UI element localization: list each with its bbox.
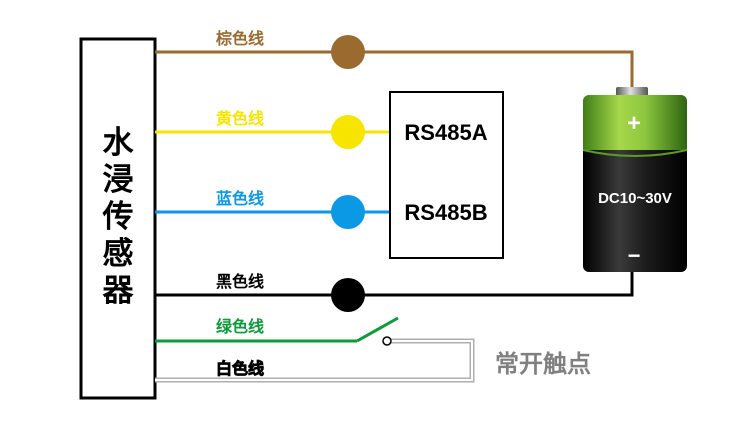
green-wire-label: 绿色线: [216, 317, 264, 336]
brown-wire: [155, 50, 634, 88]
sensor-box: [79, 37, 157, 400]
rs485-module-box: [389, 91, 504, 259]
brown-terminal: [331, 35, 365, 69]
battery: + DC10~30V −: [582, 87, 688, 272]
black-terminal: [331, 278, 365, 312]
battery-top: [583, 95, 687, 157]
battery-plus-icon: +: [627, 110, 641, 137]
white-wire-label: 白色线: [216, 359, 264, 378]
battery-cap: [616, 87, 648, 97]
battery-bottom: [583, 150, 687, 272]
rs485a-label: RS485A: [404, 120, 487, 145]
black-wire-label: 黑色线: [216, 272, 264, 291]
sensor-label-char: 感: [103, 236, 134, 272]
black-wire: [155, 272, 634, 297]
switch-lever: [356, 316, 399, 343]
switch-contact: [382, 336, 392, 346]
yellow-wire-label: 黄色线: [216, 109, 264, 128]
blue-wire-label: 蓝色线: [216, 189, 264, 208]
battery-minus-icon: −: [628, 243, 641, 268]
white-wire-core: [155, 340, 473, 381]
battery-voltage-label: DC10~30V: [598, 190, 672, 207]
rs485b-label: RS485B: [404, 200, 487, 225]
sensor-label-char: 浸: [103, 162, 134, 198]
normally-open-contact-label: 常开触点: [495, 350, 591, 378]
yellow-terminal: [331, 115, 365, 149]
white-wire: [155, 338, 475, 383]
sensor-label-char: 水: [103, 125, 135, 161]
blue-terminal: [331, 195, 365, 229]
sensor-label-char: 传: [102, 199, 134, 235]
sensor-label-char: 器: [102, 273, 135, 309]
brown-wire-label: 棕色线: [216, 29, 264, 48]
